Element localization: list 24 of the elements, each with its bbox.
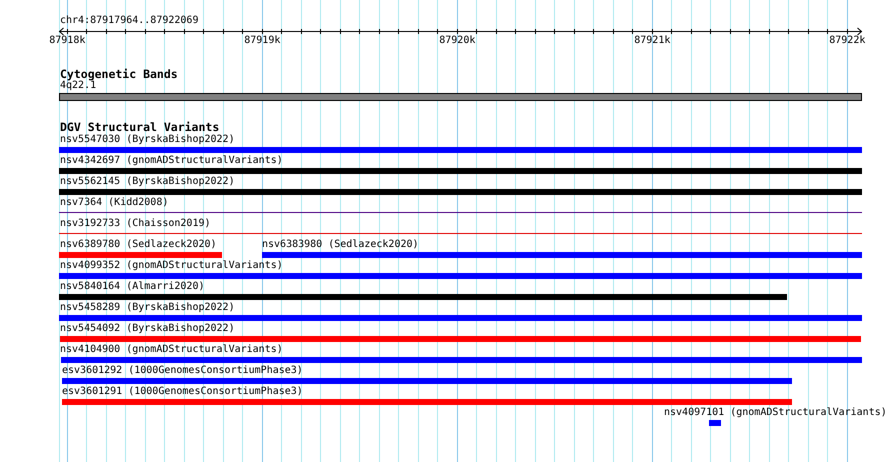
feature-label: esv3601291 (1000GenomesConsortiumPhase3)	[62, 386, 303, 398]
feature-label: nsv5840164 (Almarri2020)	[60, 281, 204, 293]
feature-label: nsv3192733 (Chaisson2019)	[60, 218, 211, 230]
tick-label: 87918k	[49, 34, 86, 46]
feature-label: nsv4097101 (gnomADStructuralVariants)	[664, 407, 887, 419]
feature-label: esv3601292 (1000GenomesConsortiumPhase3)	[62, 365, 303, 377]
feature-label: nsv4104900 (gnomADStructuralVariants)	[60, 344, 283, 356]
feature-label: nsv5458289 (ByrskaBishop2022)	[60, 302, 235, 314]
track-title: DGV Structural Variants	[60, 121, 220, 134]
feature-label: nsv5562145 (ByrskaBishop2022)	[60, 176, 235, 188]
location-label: chr4:87917964..87922069	[60, 15, 198, 27]
feature-label: nsv6383980 (Sedlazeck2020)	[262, 239, 419, 251]
feature-label: nsv6389780 (Sedlazeck2020)	[60, 239, 217, 251]
track-title: Cytogenetic Bands	[60, 68, 178, 80]
feature-label: nsv7364 (Kidd2008)	[60, 197, 168, 209]
feature-label: nsv5547030 (ByrskaBishop2022)	[60, 134, 235, 146]
tick-label: 87922k	[829, 34, 866, 46]
feature-label: nsv4099352 (gnomADStructuralVariants)	[60, 260, 283, 272]
feature-label: nsv5454092 (ByrskaBishop2022)	[60, 323, 235, 335]
tick-label: 87920k	[439, 34, 476, 46]
tick-label: 87919k	[244, 34, 280, 46]
tick-label: 87921k	[634, 34, 670, 46]
band-label: 4q22.1	[60, 80, 96, 92]
feature-label: nsv4342697 (gnomADStructuralVariants)	[60, 155, 283, 167]
